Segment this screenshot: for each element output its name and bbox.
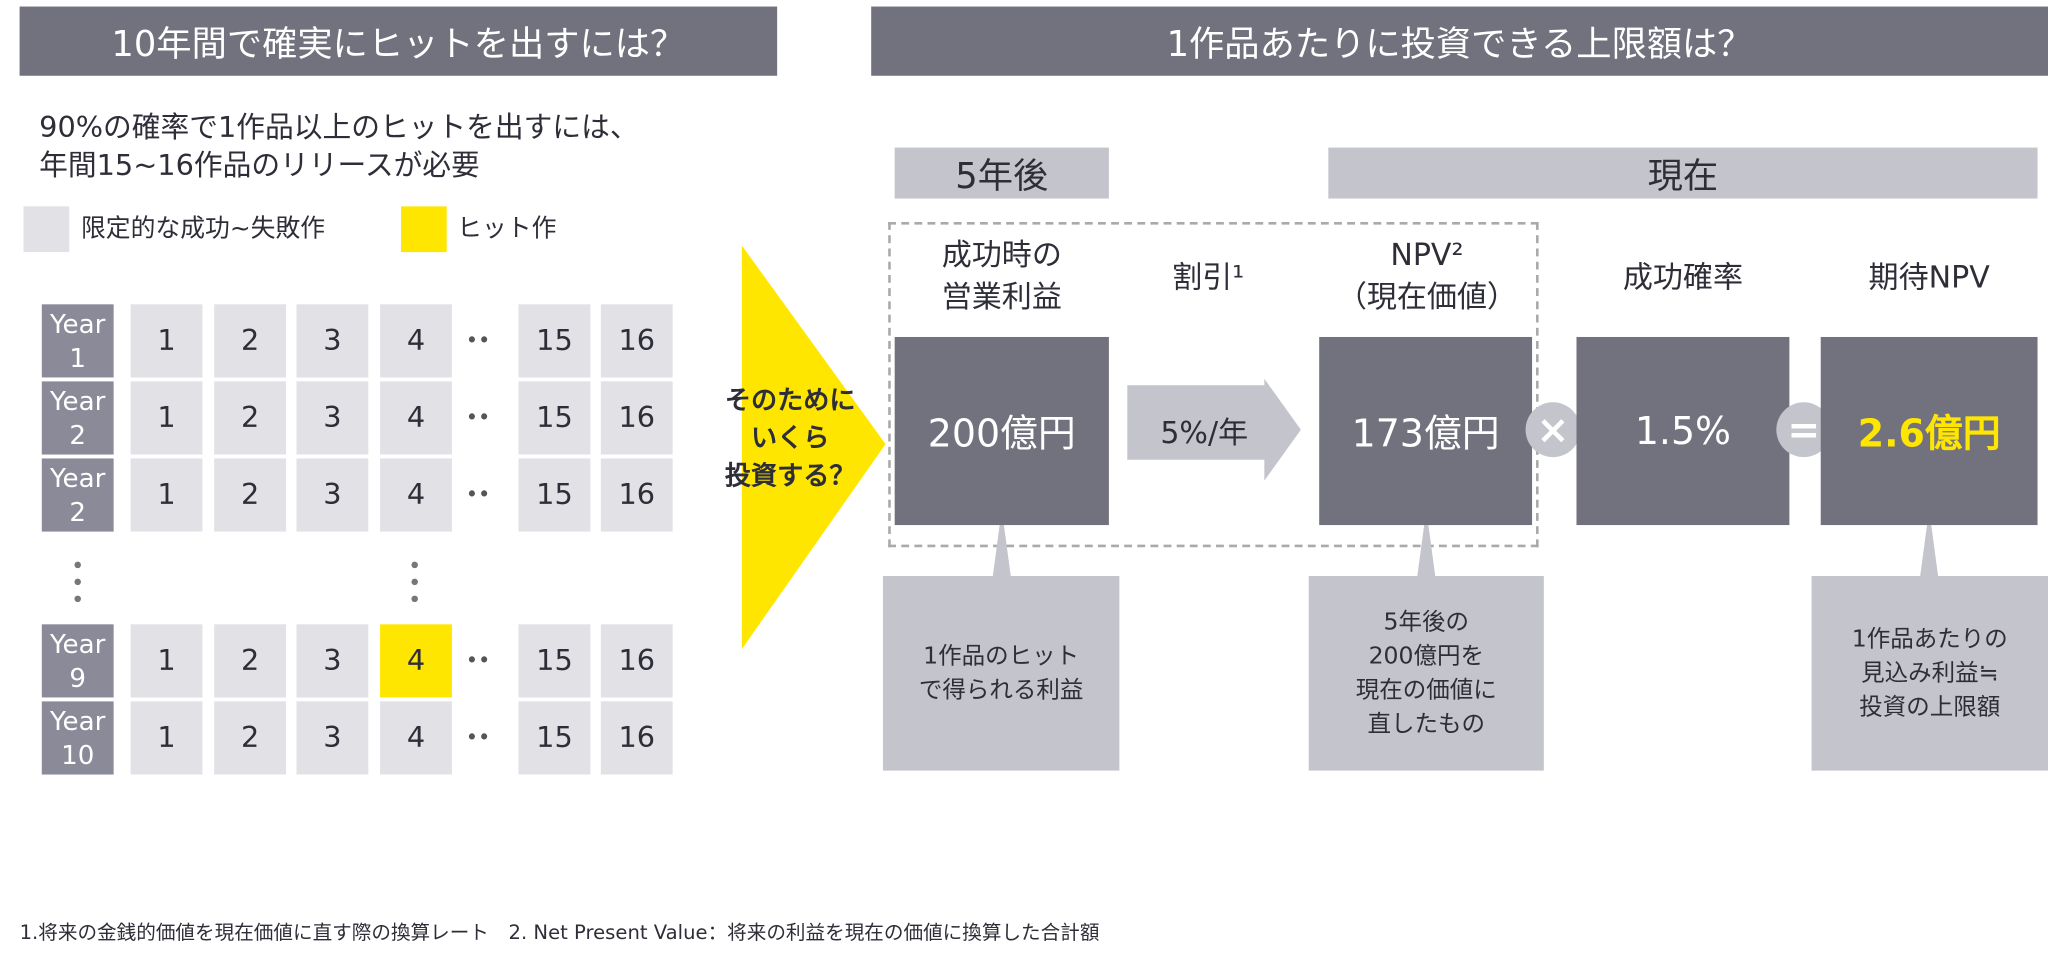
callout-line: 200億円を — [1368, 641, 1484, 670]
title-cell: 3 — [296, 381, 369, 455]
hit-title-cell: 4 — [380, 624, 452, 698]
horizontal-ellipsis: •• — [465, 724, 491, 750]
header-probability: 成功確率 — [1622, 261, 1744, 296]
arrow-text-line: いくら — [751, 421, 830, 454]
title-cell: 3 — [296, 304, 369, 378]
callout-npv: 5年後の 200億円を現在の価値に直したもの — [1308, 575, 1544, 771]
year-label-text: 2 — [69, 496, 87, 528]
callout-expected: 1作品あたりの見込み利益≒ 投資の上限額 — [1811, 575, 2048, 771]
title-cell: 16 — [600, 304, 673, 378]
horizontal-ellipsis: •• — [465, 327, 491, 353]
profit-value-box: 200億円 — [894, 336, 1109, 526]
year-label-text: 10 — [61, 739, 95, 771]
expected-npv-value-box: 2.6億円 — [1820, 336, 2038, 526]
title-cell: 3 — [296, 458, 369, 532]
year-label-text: Year — [50, 628, 106, 660]
year-label-text: Year — [50, 385, 106, 417]
vertical-ellipsis — [411, 561, 419, 613]
title-cell: 3 — [296, 624, 369, 698]
callout-profit: 1作品のヒットで得られる利益 — [882, 575, 1120, 771]
title-cell: 15 — [518, 304, 591, 378]
title-cell: 2 — [214, 458, 287, 532]
title-cell: 1 — [130, 381, 203, 455]
title-cell: 16 — [600, 381, 673, 455]
callout-line: 直したもの — [1367, 709, 1486, 738]
right-section-title: 1作品あたりに投資できる上限額は？ — [871, 6, 2048, 76]
title-cell: 1 — [130, 458, 203, 532]
title-cell: 2 — [214, 701, 287, 775]
footnote: 1.将来の金銭的価値を現在価値に直す際の換算レート 2. Net Present… — [19, 920, 1100, 945]
title-cell: 15 — [518, 701, 591, 775]
title-cell: 4 — [380, 701, 452, 775]
title-cell: 15 — [518, 624, 591, 698]
title-cell: 4 — [380, 381, 452, 455]
title-cell: 3 — [296, 701, 369, 775]
callout-line: 1作品あたりの — [1851, 624, 2008, 653]
left-section-title: 10年間で確実にヒットを出すには？ — [19, 6, 778, 76]
arrow-text-line: そのために — [724, 383, 856, 416]
npv-value-box: 173億円 — [1319, 336, 1533, 526]
band-present: 現在 — [1328, 147, 2038, 199]
title-cell: 1 — [130, 624, 203, 698]
year-label-text: Year — [50, 308, 106, 340]
callout-line: 1作品のヒット — [923, 641, 1080, 670]
callout-line: 5年後の — [1383, 607, 1470, 636]
year-label-text: Year — [50, 705, 106, 737]
title-cell: 2 — [214, 381, 287, 455]
callout-line: 投資の上限額 — [1859, 692, 2001, 721]
callout-line: で得られる利益 — [918, 675, 1084, 704]
arrow-text-line: 投資する？ — [724, 459, 856, 492]
dashed-group-box — [888, 222, 1539, 548]
discount-arrow — [1127, 378, 1301, 481]
legend-swatch-normal — [23, 206, 70, 253]
header-npv: NPV² （現在価値） — [1313, 235, 1542, 319]
subtitle: 90%の確率で1作品以上のヒットを出すには、 年間15~16作品のリリースが必要 — [39, 110, 638, 186]
vertical-ellipsis — [74, 561, 82, 613]
title-cell: 15 — [518, 381, 591, 455]
yellow-arrow-triangle — [741, 245, 886, 650]
legend-label-hit: ヒット作 — [457, 214, 557, 243]
title-cell: 4 — [380, 458, 452, 532]
header-line: 成功時の — [941, 239, 1062, 273]
callout-line: 見込み利益≒ — [1861, 658, 1999, 687]
year-label-text: 1 — [69, 342, 87, 374]
probability-value-box: 1.5% — [1576, 336, 1790, 526]
year-label-text: 2 — [69, 419, 87, 451]
band-future: 5年後 — [894, 147, 1109, 199]
header-line: NPV² — [1390, 239, 1464, 273]
legend-swatch-hit — [400, 206, 447, 253]
callout-line: 現在の価値に — [1355, 675, 1497, 704]
title-cell: 1 — [130, 701, 203, 775]
horizontal-ellipsis: •• — [465, 481, 491, 507]
header-line: 営業利益 — [941, 280, 1062, 315]
title-cell: 16 — [600, 624, 673, 698]
year-label-text: Year — [50, 462, 106, 494]
horizontal-ellipsis: •• — [465, 647, 491, 673]
subtitle-line: 90%の確率で1作品以上のヒットを出すには、 — [39, 112, 639, 145]
title-cell: 2 — [214, 304, 287, 378]
header-discount: 割引¹ — [1172, 261, 1245, 296]
discount-rate: 5%/年 — [1160, 416, 1249, 451]
title-cell: 15 — [518, 458, 591, 532]
title-cell: 2 — [214, 624, 287, 698]
header-profit: 成功時の 営業利益 — [895, 235, 1109, 319]
title-cell: 16 — [600, 701, 673, 775]
subtitle-line: 年間15~16作品のリリースが必要 — [39, 150, 480, 183]
header-line: （現在価値） — [1336, 280, 1518, 315]
legend-label-normal: 限定的な成功~失敗作 — [80, 214, 326, 243]
title-cell: 4 — [380, 304, 452, 378]
arrow-question: そのために いくら 投資する？ — [699, 381, 882, 495]
title-cell: 1 — [130, 304, 203, 378]
header-expected-npv: 期待NPV — [1868, 261, 1990, 296]
title-cell: 16 — [600, 458, 673, 532]
horizontal-ellipsis: •• — [465, 404, 491, 430]
year-label-text: 9 — [69, 662, 87, 694]
multiply-icon: × — [1525, 402, 1581, 458]
